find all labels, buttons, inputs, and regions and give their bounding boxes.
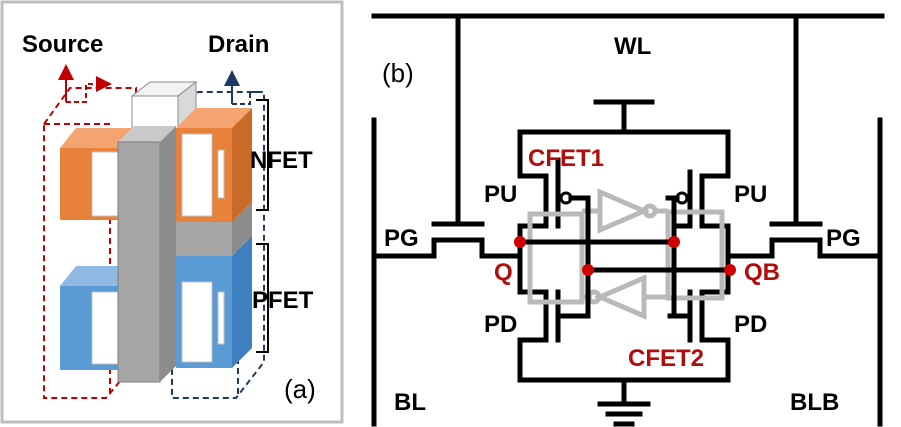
cfet2-label: CFET2: [628, 345, 704, 372]
panel-a: Source Drain: [0, 0, 344, 424]
nfet-drain-block: [176, 108, 252, 256]
pg-left-label: PG: [384, 225, 419, 252]
ghost-inverter-layer: [527, 188, 725, 320]
bl-label: BL: [394, 389, 426, 416]
panel-b: (b) WL BL BLB PG PG PU PU PD: [371, 13, 885, 427]
pd-right-channel: [699, 253, 731, 383]
qb-to-left-gates-wire: [555, 157, 733, 319]
source-label: Source: [22, 31, 103, 58]
pg-right-label: PG: [826, 225, 861, 252]
pfet-label: PFET: [252, 287, 314, 314]
panel-a-caption: (a): [284, 374, 316, 404]
pg-right-channel: [727, 237, 883, 259]
qb-branch-dot: [582, 264, 594, 276]
drain-label: Drain: [208, 31, 269, 58]
qb-node-dot: [724, 264, 736, 276]
nfet-label: NFET: [250, 147, 313, 174]
gate-column: [117, 126, 176, 383]
pfet-drain-block: [176, 236, 252, 368]
pu-right-label: PU: [734, 181, 767, 208]
pg-left-gate: [431, 13, 485, 227]
ground-icon: [597, 377, 651, 427]
pu-left-channel: [517, 129, 549, 259]
q-to-right-gates-wire: [517, 239, 693, 319]
pd-left-label: PD: [484, 311, 517, 338]
qb-label: QB: [744, 259, 780, 286]
pd-left-gate: [555, 289, 581, 343]
pg-left-channel: [371, 237, 523, 259]
ghost-inverter-bottom-icon: [593, 274, 647, 320]
q-branch-dot: [668, 236, 680, 248]
q-node-dot: [514, 236, 526, 248]
pfet-bracket: [256, 243, 269, 353]
pg-right-gate: [769, 13, 823, 227]
q-label: Q: [494, 259, 513, 286]
source-arrow-icon: [58, 64, 112, 103]
cfet1-label: CFET1: [528, 145, 604, 172]
nfet-bracket: [256, 99, 269, 211]
pu-right-channel: [699, 129, 731, 259]
vdd-symbol-icon: [517, 99, 731, 135]
panel-b-caption: (b): [382, 58, 414, 88]
blb-label: BLB: [790, 389, 839, 416]
ghost-inverter-top-icon: [597, 188, 651, 234]
wl-label: WL: [614, 33, 651, 60]
pu-left-label: PU: [484, 181, 517, 208]
pd-right-label: PD: [734, 311, 767, 338]
pd-left-channel: [517, 253, 731, 383]
